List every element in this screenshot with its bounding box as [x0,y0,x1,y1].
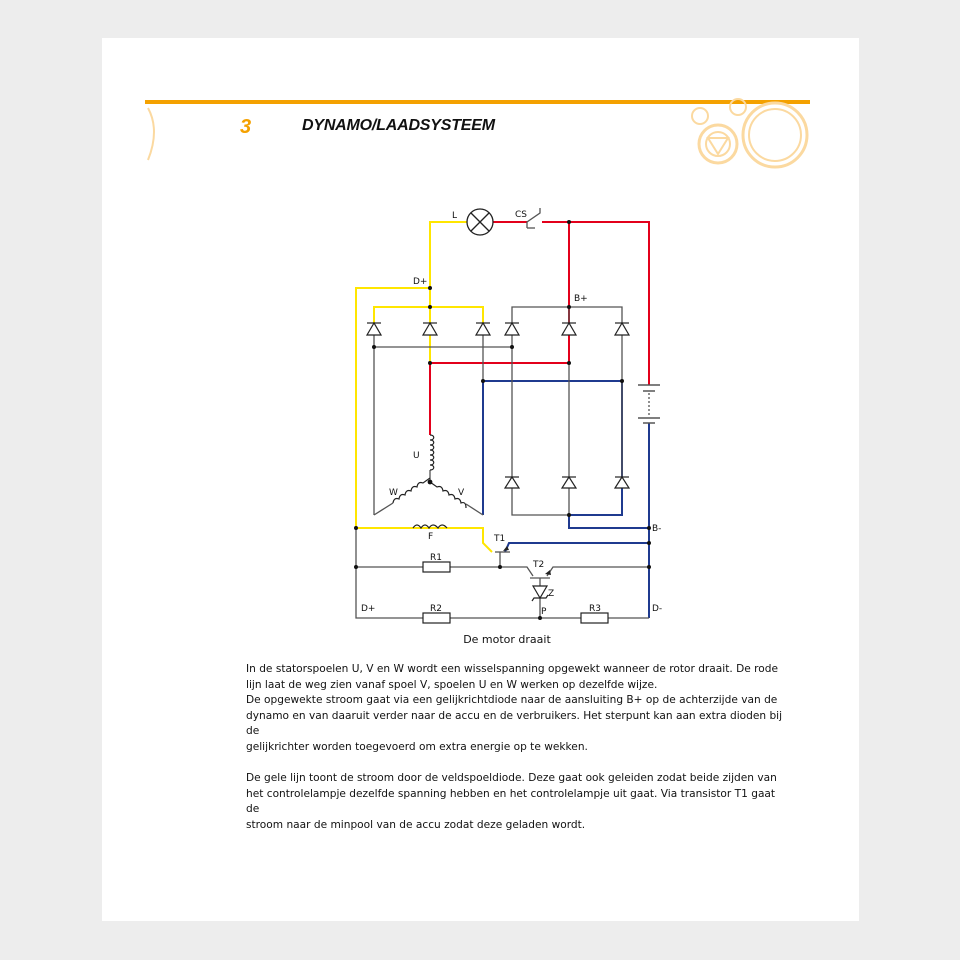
chapter-number: 3 [240,116,252,138]
paragraph-2: De gele lijn toont de stroom door de vel… [246,771,786,833]
diode-icons [365,321,631,602]
text-line: De gele lijn toont de stroom door de vel… [246,772,777,785]
coil-u-icon [429,434,435,471]
resistor-icons [422,561,609,624]
label-r1: R1 [430,553,442,563]
chapter-title: DYNAMO/LAADSYSTEEM [302,117,495,134]
text-line: stroom naar de minpool van de accu zodat… [246,818,586,831]
blue-path [482,380,650,618]
yellow-path [355,221,493,553]
resistor-r1-icon [422,561,451,573]
lamp-icon [466,208,494,236]
diode-icon [474,321,492,336]
coil-icons [392,434,467,530]
label-b-plus: B+ [574,294,588,304]
resistor-r3-icon [580,612,609,624]
body-text: In de statorspoelen U, V en W wordt een … [246,662,786,849]
gray-wiring [355,208,660,619]
label-t2: T2 [532,560,544,570]
diode-icon [560,475,578,489]
label-d-minus: D- [652,604,662,614]
label-field: F [428,532,433,542]
header-rule [145,100,810,104]
field-coil-icon [412,524,448,530]
text-line: In de statorspoelen U, V en W wordt een … [246,663,778,675]
coil-v-icon [429,481,467,509]
label-b-minus: B- [652,524,661,534]
label-r2: R2 [430,604,442,614]
junction-dots [354,220,651,620]
label-lamp: L [452,211,457,221]
document-page [102,38,859,921]
diode-icon [503,475,521,489]
transistor-t2-icon [545,570,551,575]
coil-w-icon [392,477,431,504]
gears-icon [147,98,809,169]
label-d-plus-top: D+ [413,277,427,287]
label-p: P [541,607,547,617]
label-r3: R3 [589,604,601,614]
transistor-t1-icon [503,546,509,551]
text-line: De opgewekte stroom gaat via een gelijkr… [246,694,778,707]
text-line: gelijkrichter worden toegevoerd om extra… [246,740,588,753]
diode-icon [560,321,578,336]
diode-icon [421,321,439,336]
label-coil-v: V [458,488,465,498]
label-zener: Z [548,589,554,599]
label-d-plus-bottom: D+ [361,604,375,614]
resistor-r2-icon [422,612,451,624]
diode-icon [503,321,521,336]
diode-icon [613,321,631,336]
label-coil-u: U [413,451,420,461]
text-line: lijn laat de weg zien vanaf spoel V, spo… [246,678,658,691]
label-t1: T1 [493,534,505,544]
text-line: het controlelampje dezelfde spanning heb… [246,787,776,816]
red-path [429,221,650,435]
diagram-caption: De motor draait [463,633,551,646]
label-coil-w: W [389,488,398,498]
zener-diode-icon [531,585,549,602]
diode-icon [365,321,383,336]
label-switch: CS [515,210,527,220]
text-line: dynamo en van daaruit verder naar de acc… [246,709,783,738]
diode-icon [613,475,631,489]
paragraph-1: In de statorspoelen U, V en W wordt een … [246,662,786,756]
transistor-icons [503,546,551,575]
